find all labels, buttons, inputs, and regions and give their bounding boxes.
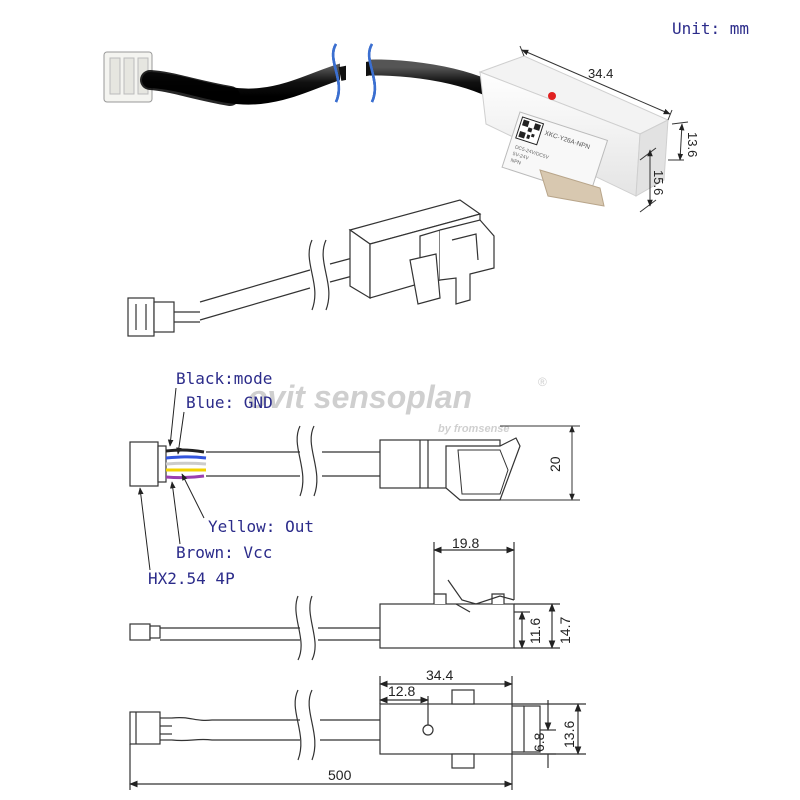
- svg-text:15.6: 15.6: [651, 170, 666, 195]
- brand-byline: by fromsense: [438, 423, 510, 435]
- label-brown-wire: Brown: Vcc: [176, 543, 272, 562]
- label-connector: HX2.54 4P: [148, 569, 235, 588]
- wiring-labels: Black:mode Blue: GND Yellow: Out Brown: …: [137, 369, 314, 588]
- wire-white: [165, 461, 207, 466]
- label-line-4: NPN: [510, 158, 522, 167]
- label-blue-wire: Blue: GND: [186, 393, 273, 412]
- dim-cable-length: 500: [328, 767, 352, 783]
- wire-blue: [165, 455, 207, 460]
- break-mark-3d: [308, 239, 316, 311]
- sensor-photo: XKC-Y26A-NPN DC5-24V/DC5V 5V-24V NPN 34.…: [103, 43, 700, 213]
- dim-inner-height: 11.6: [527, 618, 543, 644]
- registered-mark: ®: [538, 375, 547, 389]
- dim-body-width: 13.6: [561, 721, 577, 748]
- unit-label: Unit: mm: [672, 19, 749, 38]
- svg-text:34.4: 34.4: [588, 66, 613, 81]
- photo-dim-width: 15.6: [639, 147, 666, 213]
- break-mark-side: [296, 425, 304, 497]
- break-mark-front: [295, 595, 302, 661]
- status-led: [548, 92, 556, 100]
- front-view: [129, 542, 560, 661]
- photo-dim-height: 13.6: [668, 121, 700, 161]
- break-mark-top: [294, 689, 302, 761]
- dim-body-length: 34.4: [426, 667, 453, 683]
- dim-outer-height: 14.7: [557, 617, 573, 644]
- sensor-3d-drawing: [127, 199, 495, 337]
- wire-black: [165, 448, 205, 454]
- dim-hole-offset-y: 6.8: [531, 732, 547, 752]
- label-line-3: 5V-24V: [512, 151, 530, 162]
- top-view: [129, 676, 586, 790]
- dim-top-width: 19.8: [452, 535, 479, 551]
- mounting-hole: [422, 724, 434, 736]
- product-label: XKC-Y26A-NPN DC5-24V/DC5V 5V-24V NPN: [501, 111, 609, 197]
- photo-dim-length: 34.4: [519, 45, 673, 121]
- wire-purple: [165, 474, 205, 480]
- label-black-wire: Black:mode: [176, 369, 272, 388]
- sensor-body-photo: XKC-Y26A-NPN DC5-24V/DC5V 5V-24V NPN: [478, 55, 670, 207]
- label-yellow-wire: Yellow: Out: [208, 517, 314, 536]
- side-view-wiring: 20: [129, 425, 580, 501]
- brand-watermark: ovit sensoplan ® by fromsense: [248, 375, 547, 435]
- brand-name: ovit sensoplan: [248, 379, 472, 415]
- dim-hole-offset-x: 12.8: [388, 683, 415, 699]
- svg-text:13.6: 13.6: [685, 132, 700, 157]
- dim-side-height: 20: [547, 456, 563, 472]
